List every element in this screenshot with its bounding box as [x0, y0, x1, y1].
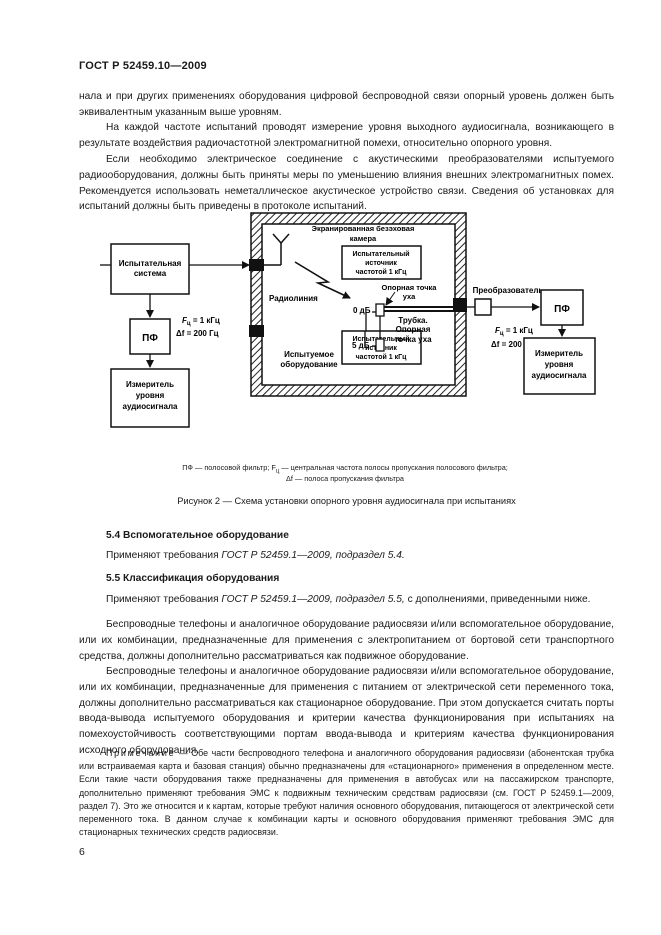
intro-paragraph-2: На каждой частоте испытаний проводят изм…	[79, 122, 614, 149]
figure-legend-2: Δf — полоса пропускания фильтра	[286, 474, 404, 483]
freq-left: Fц = 1 кГц	[182, 316, 220, 327]
section-5-4-heading: 5.4 Вспомогательное оборудование	[106, 530, 289, 541]
section-5-5-text: Применяют требования ГОСТ Р 52459.1—2009…	[106, 594, 591, 605]
handset-label: Трубка.	[398, 316, 427, 325]
source-top-box	[341, 245, 422, 280]
source-bottom-label-3: частотой 1 кГц	[356, 353, 407, 361]
zero-db-label: 0 дБ	[353, 306, 371, 315]
source-top-label-1: Испытательный	[352, 250, 409, 258]
meter-left-label-2: уровня	[136, 391, 165, 400]
chamber-port-top	[249, 259, 264, 271]
eut-label-1: Испытуемое	[284, 350, 334, 359]
transducer-box	[474, 298, 492, 316]
section-5-5-heading: 5.5 Классификация оборудования	[106, 573, 280, 584]
test-system-label-1: Испытательная	[119, 259, 182, 268]
radiolink-zigzag	[294, 261, 351, 299]
ref-ear-label-3: Опорная	[396, 325, 431, 334]
freq-right: Fц = 1 кГц	[495, 326, 533, 337]
five-db-label: 5 дБ	[352, 341, 370, 350]
bpf-left-label: ПФ	[142, 333, 158, 344]
setup-diagram: Испытательная система ПФ Измеритель уров…	[100, 212, 596, 428]
bpf-right-label: ПФ	[554, 304, 570, 315]
antenna-icon	[264, 233, 290, 266]
meter-right-box	[523, 337, 596, 395]
meter-right-label-3: аудиосигнала	[532, 371, 588, 380]
section-5-4-text: Применяют требования ГОСТ Р 52459.1—2009…	[106, 550, 405, 561]
transducer-label: Преобразователь	[473, 286, 544, 295]
test-system-box	[110, 243, 190, 295]
intro-paragraph-1: нала и при других применениях оборудован…	[79, 91, 614, 118]
chamber-port-middle	[249, 325, 264, 337]
test-system-label-2: система	[134, 269, 167, 278]
radiolink-label: Радиолиния	[269, 294, 318, 303]
section-5-5-paragraph-3: Беспроводные телефоны и аналогичное обор…	[79, 666, 614, 756]
note-label: Примечание	[106, 748, 176, 758]
figure-legend-1: ПФ — полосовой фильтр; Fц — центральная …	[182, 463, 508, 475]
source-top-label-2: источник	[365, 260, 397, 267]
source-top-label-3: частотой 1 кГц	[356, 268, 407, 276]
handset-icon	[364, 303, 453, 352]
chamber-port-right	[453, 298, 467, 312]
eut-label-2: оборудование	[280, 360, 338, 369]
page-number: 6	[79, 846, 85, 858]
ref-ear-label-2: уха	[403, 292, 416, 301]
ref-ear-label-1: Опорная точка	[382, 283, 438, 292]
ref-ear-label-4: точка уха	[394, 335, 432, 344]
chamber-title-1: Экранированная безэховая	[312, 224, 415, 233]
figure-caption: Рисунок 2 — Схема установки опорного уро…	[177, 496, 516, 506]
section-5-5-paragraph-2: Беспроводные телефоны и аналогичное обор…	[79, 619, 614, 662]
bandwidth-left: Δf = 200 Гц	[176, 329, 219, 338]
document-header: ГОСТ Р 52459.10—2009	[79, 60, 207, 72]
bandwidth-right: Δf = 200 Гц	[491, 340, 534, 349]
meter-left-box	[110, 368, 190, 428]
meter-left-label-1: Измеритель	[126, 380, 174, 389]
meter-left-label-3: аудиосигнала	[123, 402, 179, 411]
note-paragraph: Примечание — Обе части беспроводного тел…	[79, 748, 614, 838]
intro-paragraph-3: Если необходимо электрическое соединение…	[79, 154, 614, 213]
bpf-right-box	[540, 289, 584, 326]
chamber-title-2: камера	[350, 234, 377, 243]
meter-right-label-1: Измеритель	[535, 349, 583, 358]
meter-right-label-2: уровня	[545, 360, 574, 369]
